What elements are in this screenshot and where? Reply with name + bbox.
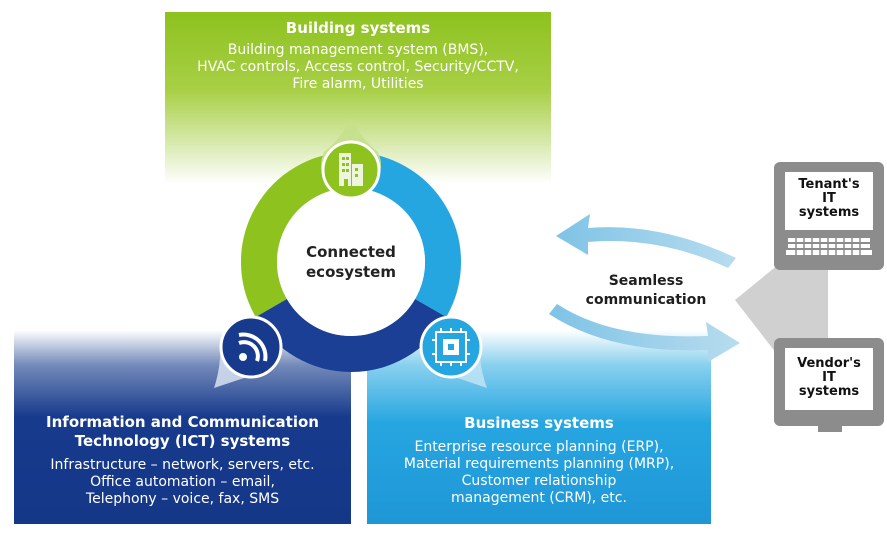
ict-systems-title: Information and Communication — [46, 413, 319, 431]
business-systems-line: management (CRM), etc. — [451, 490, 627, 506]
center-label-line: Connected — [306, 243, 396, 261]
seamless-communication-label: Seamless communication — [580, 272, 712, 310]
vendor-it-line: systems — [798, 384, 860, 399]
building-systems-line: Fire alarm, Utilities — [292, 76, 424, 92]
laptop-icon — [774, 162, 884, 270]
keyboard — [786, 238, 872, 255]
center-label: Connected ecosystem — [268, 242, 434, 282]
building-systems-line: Building management system (BMS), — [227, 42, 489, 58]
ict-systems-line: Infrastructure – network, servers, etc. — [50, 457, 315, 473]
monitor-icon — [774, 338, 884, 432]
building-icon — [339, 153, 363, 186]
building-node — [321, 118, 381, 200]
building-systems-title: Building systems — [285, 19, 431, 37]
ict-systems-line: Telephony – voice, fax, SMS — [85, 491, 280, 507]
tenant-it-label: Tenant's IT systems — [785, 178, 873, 220]
business-systems-line: Material requirements planning (MRP), — [403, 456, 675, 472]
ict-node — [214, 315, 283, 388]
seamless-line: Seamless — [608, 273, 684, 289]
seamless-line: communication — [585, 292, 707, 308]
business-node — [419, 315, 487, 388]
vendor-it-label: Vendor's IT systems — [785, 357, 873, 399]
business-systems-title: Business systems — [464, 414, 614, 432]
business-systems-line: Customer relationship — [461, 473, 617, 489]
business-systems-line: Enterprise resource planning (ERP), — [414, 439, 664, 455]
vendor-it-line: Vendor's — [797, 356, 861, 371]
tenant-it-line: IT — [822, 191, 836, 206]
arrow-to-ecosystem — [556, 214, 736, 268]
tenant-it-line: systems — [798, 205, 860, 220]
ring-inner-circle — [277, 188, 425, 336]
ict-systems-line: Office automation – email, — [90, 474, 275, 490]
vendor-it-line: IT — [822, 370, 836, 385]
ict-systems-title: Technology (ICT) systems — [74, 432, 291, 450]
chip-icon — [432, 328, 470, 366]
building-systems-line: HVAC controls, Access control, Security/… — [197, 59, 519, 75]
communication-arrows — [549, 214, 740, 362]
wifi-signal-icon — [238, 332, 268, 362]
tenant-it-line: Tenant's — [798, 177, 860, 192]
center-label-line: ecosystem — [306, 263, 396, 281]
ict-systems-panel: Information and Communication Technology… — [14, 330, 351, 524]
ring-arc-dark-blue — [255, 298, 447, 372]
arrow-to-devices — [549, 304, 740, 362]
